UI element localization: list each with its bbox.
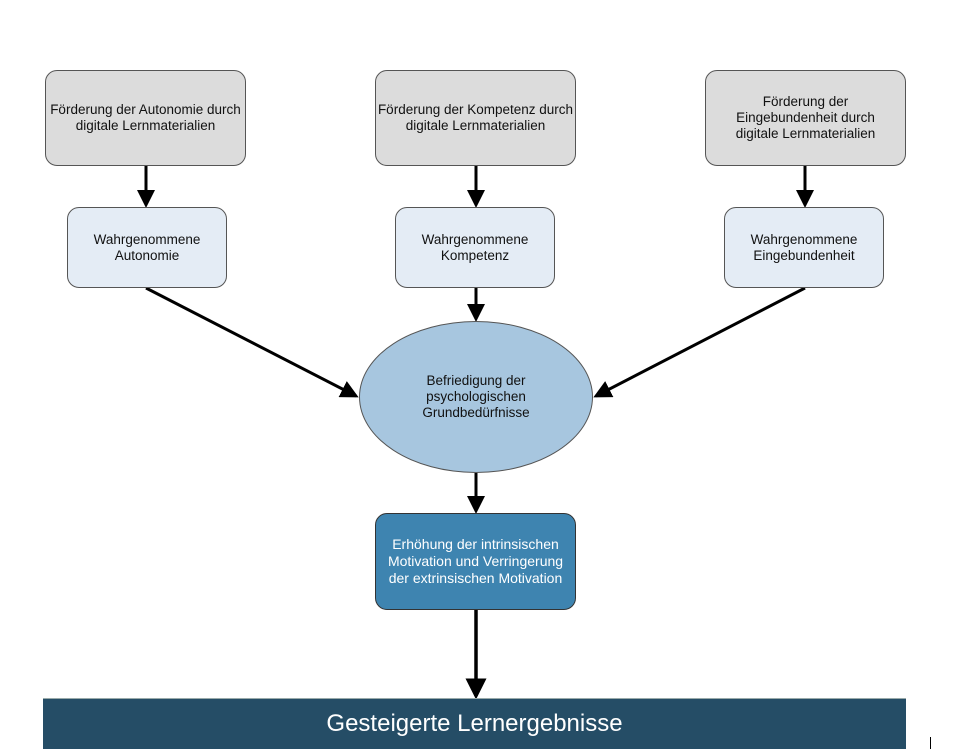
node-perceived-autonomy: Wahrgenommene Autonomie (67, 207, 227, 288)
node-label: Wahrgenommene Kompetenz (421, 231, 529, 263)
node-label: Wahrgenommene Autonomie (93, 231, 201, 263)
node-label: Gesteigerte Lernergebnisse (326, 710, 623, 737)
node-learning-outcomes: Gesteigerte Lernergebnisse (43, 698, 906, 749)
node-perceived-relatedness: Wahrgenommene Eingebundenheit (724, 207, 884, 288)
node-perceived-competence: Wahrgenommene Kompetenz (395, 207, 555, 288)
node-relatedness-support: Förderung der Eingebundenheit durch digi… (705, 70, 906, 166)
node-competence-support: Förderung der Kompetenz durch digitale L… (375, 70, 576, 166)
node-label: Förderung der Kompetenz durch digitale L… (377, 102, 574, 133)
node-label: Befriedigung der psychologischen Grundbe… (422, 373, 530, 420)
arrow-perceived-relatedness-to-needs (593, 286, 806, 398)
node-label: Förderung der Eingebundenheit durch digi… (735, 94, 876, 141)
node-needs-satisfaction: Befriedigung der psychologischen Grundbe… (359, 321, 593, 473)
node-label: Wahrgenommene Eingebundenheit (750, 231, 858, 263)
arrow-perceived-autonomy-to-needs (145, 286, 359, 398)
node-autonomy-support: Förderung der Autonomie durch digitale L… (45, 70, 246, 166)
node-label: Förderung der Autonomie durch digitale L… (50, 102, 241, 133)
node-label: Erhöhung der intrinsischen Motivation un… (387, 536, 564, 586)
text-cursor-mark (930, 737, 931, 749)
node-motivation-change: Erhöhung der intrinsischen Motivation un… (375, 513, 576, 610)
